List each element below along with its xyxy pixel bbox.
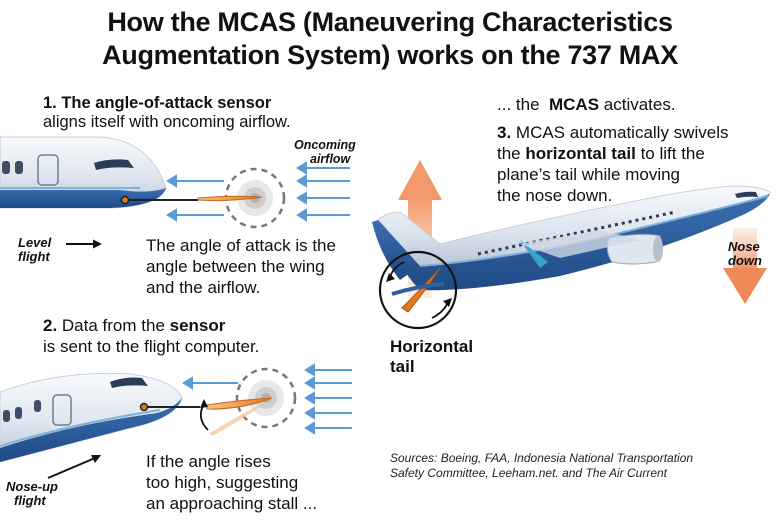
airflow-arrow-icon bbox=[296, 208, 350, 222]
step2-mid: Data from the bbox=[61, 316, 170, 335]
mcas-post: activates. bbox=[599, 95, 676, 114]
horizontal-tail-line-1: Horizontal bbox=[390, 337, 474, 356]
step2-line-2: is sent to the flight computer. bbox=[43, 337, 260, 356]
level-line-2: flight bbox=[18, 249, 50, 264]
sensor-noseup bbox=[199, 367, 297, 436]
sources-note: Sources: Boeing, FAA, Indonesia National… bbox=[390, 451, 750, 481]
noseup-flight-arrow bbox=[47, 455, 101, 479]
nosedown-line-1: Nose bbox=[728, 239, 760, 254]
noseup-flight-label: Nose-up flight bbox=[6, 480, 58, 508]
airflow-arrows-level bbox=[166, 161, 350, 222]
step1-text: 1. The angle-of-attack sensor aligns its… bbox=[43, 94, 291, 132]
stall-note-line-1: If the angle rises bbox=[146, 452, 271, 471]
mcas-pre: ... the bbox=[497, 95, 549, 114]
step1-description: aligns itself with oncoming airflow. bbox=[43, 113, 291, 131]
page-title: How the MCAS (Maneuvering Characteristic… bbox=[0, 6, 780, 72]
step3-line2-pre: the bbox=[497, 144, 526, 163]
noseup-flight-nose bbox=[0, 372, 200, 463]
airflow-arrow-icon bbox=[304, 376, 352, 390]
nosedown-line-2: down bbox=[728, 253, 762, 268]
step3-text: 3. MCAS automatically swivels the horizo… bbox=[497, 122, 728, 206]
step3-line-3: plane’s tail while moving bbox=[497, 165, 681, 184]
oncoming-line-2: airflow bbox=[310, 152, 351, 166]
airflow-arrow-icon bbox=[296, 191, 350, 205]
noseup-line-2: flight bbox=[14, 493, 46, 508]
aoa-sensor-icon bbox=[139, 402, 149, 412]
title-line-1: How the MCAS (Maneuvering Characteristic… bbox=[107, 7, 673, 37]
nose-down-label: Nose down bbox=[728, 240, 762, 268]
step3-line-4: the nose down. bbox=[497, 186, 613, 205]
mcas-activates: ... the MCAS activates. bbox=[497, 94, 676, 115]
full-plane bbox=[372, 160, 771, 330]
down-arrow-icon bbox=[723, 228, 767, 304]
step2-number: 2. bbox=[43, 316, 62, 335]
airflow-arrow-icon bbox=[166, 208, 224, 222]
level-flight-arrow bbox=[66, 239, 102, 249]
sensor-level bbox=[197, 167, 286, 229]
sources-line-2: Safety Committee, Leeham.net. and The Ai… bbox=[390, 466, 668, 480]
mcas-bold: MCAS bbox=[548, 95, 600, 114]
aoa-sensor-icon bbox=[120, 195, 130, 205]
step3-number: 3. bbox=[497, 123, 516, 142]
airflow-arrow-icon bbox=[296, 161, 350, 175]
airflow-arrows-noseup bbox=[182, 363, 352, 435]
step3-line2-post: to lift the bbox=[635, 144, 705, 163]
airflow-arrow-icon bbox=[296, 174, 350, 188]
step2-text: 2. Data from the sensor is sent to the f… bbox=[43, 315, 259, 357]
airflow-arrow-icon bbox=[166, 174, 224, 188]
airflow-arrow-icon bbox=[304, 421, 352, 435]
airflow-arrow-icon bbox=[182, 376, 238, 390]
step3-line2-bold: horizontal tail bbox=[525, 144, 636, 163]
horizontal-tail-label: Horizontal tail bbox=[390, 337, 473, 377]
airflow-arrow-icon bbox=[304, 391, 352, 405]
stall-note-line-3: an approaching stall ... bbox=[146, 494, 318, 513]
airflow-arrow-icon bbox=[304, 363, 352, 377]
step2-bold: sensor bbox=[169, 316, 226, 335]
stall-note: If the angle rises too high, suggesting … bbox=[146, 451, 317, 514]
level-flight-nose bbox=[0, 136, 198, 209]
sources-line-1: Sources: Boeing, FAA, Indonesia National… bbox=[390, 451, 694, 465]
noseup-line-1: Nose-up bbox=[6, 479, 58, 494]
level-flight-label: Level flight bbox=[18, 236, 51, 264]
oncoming-line-1: Oncoming bbox=[294, 138, 356, 152]
horizontal-tail-line-2: tail bbox=[390, 357, 415, 376]
step1-heading: 1. The angle-of-attack sensor bbox=[43, 94, 272, 112]
oncoming-airflow-label: Oncoming airflow bbox=[294, 138, 356, 166]
step3-line-1: MCAS automatically swivels bbox=[515, 123, 729, 142]
level-line-1: Level bbox=[18, 235, 52, 250]
dashed-circle-icon bbox=[235, 367, 297, 429]
title-line-2: Augmentation System) works on the 737 MA… bbox=[102, 40, 678, 70]
stall-note-line-2: too high, suggesting bbox=[146, 473, 299, 492]
aoa-note-line-1: The angle of attack is the bbox=[146, 236, 336, 255]
aoa-note: The angle of attack is the angle between… bbox=[146, 235, 336, 298]
aoa-note-line-2: angle between the wing bbox=[146, 257, 325, 276]
airflow-arrow-icon bbox=[304, 406, 352, 420]
aoa-note-line-3: and the airflow. bbox=[146, 278, 261, 297]
